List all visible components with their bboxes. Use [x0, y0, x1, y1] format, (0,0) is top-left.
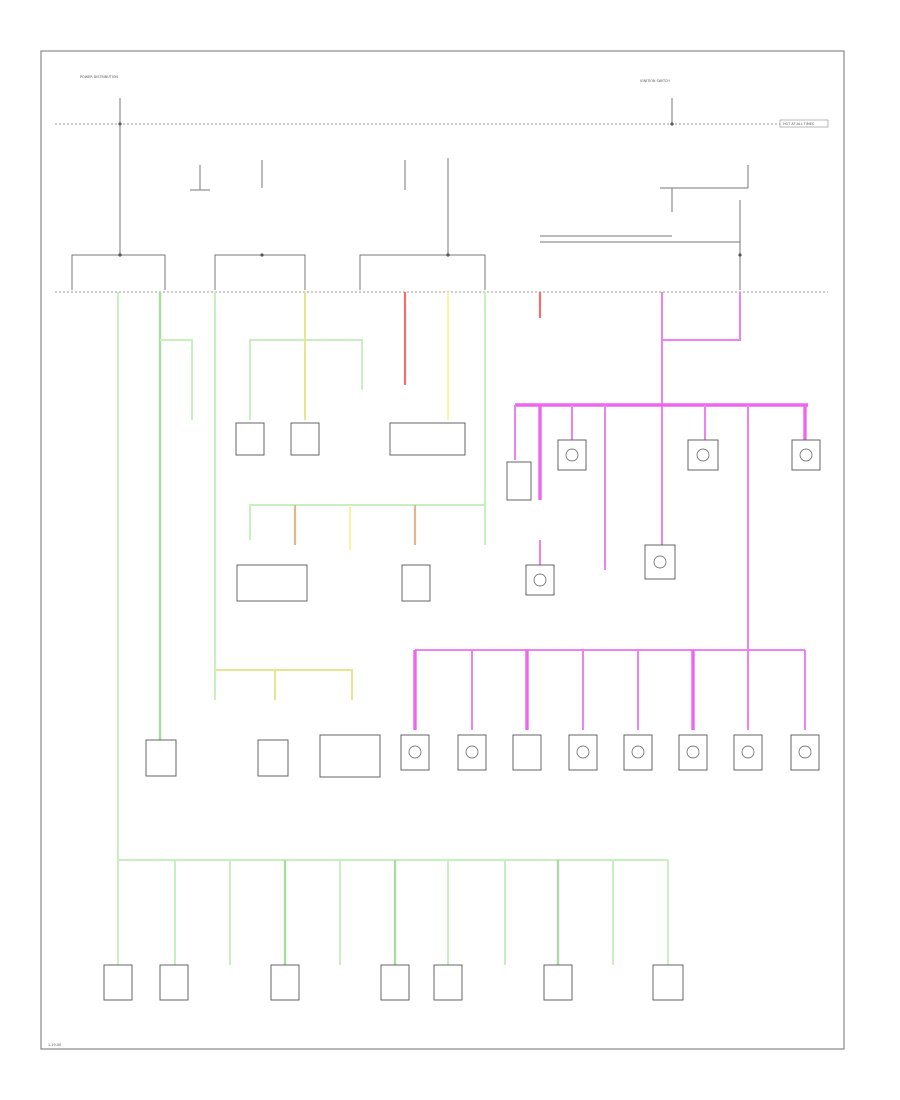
component-row-1: [235, 422, 821, 501]
component: [145, 739, 177, 777]
component: [512, 734, 542, 771]
component-row-3: [145, 734, 820, 778]
component: [400, 734, 430, 771]
component-row-2: [236, 544, 676, 602]
top-bus-label: HOT AT ALL TIMES: [783, 122, 814, 126]
top-source-right-label: IGNITION SWITCH: [640, 79, 670, 83]
top-power-section: HOT AT ALL TIMES POWER DISTRIBUTION IGNI…: [55, 75, 829, 255]
component: [159, 964, 189, 1001]
fuse-taps: [71, 253, 742, 290]
component: [270, 964, 300, 1001]
component: [525, 564, 555, 596]
component: [235, 422, 265, 456]
center-feeds: [249, 292, 542, 550]
component: [791, 439, 821, 471]
component: [557, 439, 587, 471]
component: [389, 422, 466, 456]
component: [257, 739, 289, 777]
component: [457, 734, 487, 771]
top-source-left-label: POWER DISTRIBUTION: [80, 75, 118, 79]
illumination-feeds: [413, 292, 808, 730]
page-label: 1-19-00: [48, 1043, 61, 1047]
component: [401, 564, 431, 602]
component: [290, 422, 320, 456]
component: [678, 734, 708, 771]
component: [568, 734, 598, 771]
component: [236, 564, 308, 602]
component: [380, 964, 410, 1001]
component: [687, 439, 719, 471]
component: [433, 964, 463, 1001]
component: [652, 964, 684, 1001]
component: [733, 734, 763, 771]
component: [623, 734, 653, 771]
component: [506, 461, 532, 501]
component: [790, 734, 820, 771]
component: [103, 964, 133, 1001]
bottom-ground-bus: [117, 859, 669, 965]
component-row-4: [103, 964, 684, 1001]
component: [319, 734, 381, 778]
component: [543, 964, 573, 1001]
diagram-frame: [40, 50, 845, 1050]
component: [644, 544, 676, 580]
left-feeds: [117, 292, 353, 860]
